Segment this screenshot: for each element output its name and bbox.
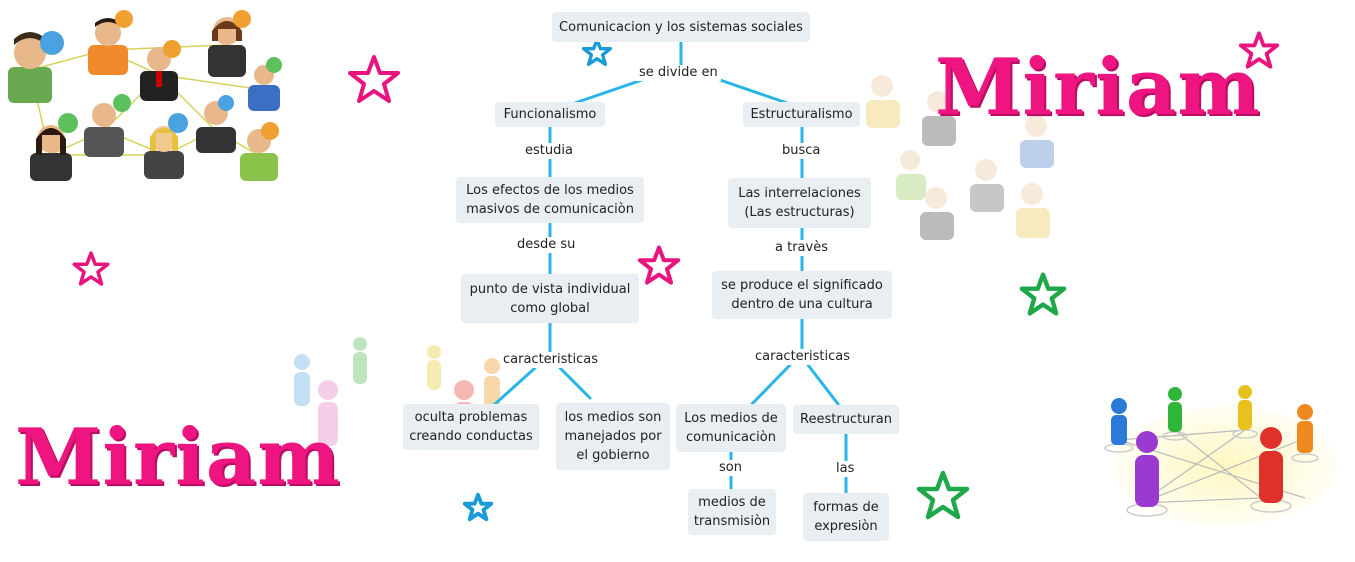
estructuralismo-node: Estructuralismo: [743, 102, 860, 127]
medios-comunicacion-node: Los medios de comunicaciòn: [676, 404, 786, 452]
formas-expresion-node: formas de expresiòn: [803, 493, 889, 541]
a-traves-link-label: a travès: [772, 240, 831, 256]
efectos-medios-node: Los efectos de los medios masivos de com…: [456, 177, 644, 223]
desde-su-link-label: desde su: [514, 237, 578, 253]
medios-transmision-node: medios de transmisiòn: [688, 489, 776, 535]
root-node: Comunicacion y los sistemas sociales: [552, 12, 810, 42]
punto-de-vista-node: punto de vista individual como global: [461, 274, 639, 323]
caracteristicas-right-link-label: caracteristicas: [752, 349, 853, 365]
reestructuran-node: Reestructuran: [793, 405, 899, 434]
las-link-label: las: [833, 461, 857, 477]
busca-link-label: busca: [779, 143, 823, 159]
medios-gobierno-node: los medios son manejados por el gobierno: [556, 403, 670, 470]
interrelaciones-node: Las interrelaciones (Las estructuras): [728, 178, 871, 228]
caracteristicas-left-link-label: caracteristicas: [500, 352, 601, 368]
funcionalismo-node: Funcionalismo: [495, 102, 605, 127]
estudia-link-label: estudia: [522, 143, 576, 159]
oculta-problemas-node: oculta problemas creando conductas: [403, 404, 539, 450]
son-link-label: son: [716, 460, 745, 476]
significado-node: se produce el significado dentro de una …: [712, 271, 892, 319]
root-link-label: se divide en: [636, 65, 721, 81]
